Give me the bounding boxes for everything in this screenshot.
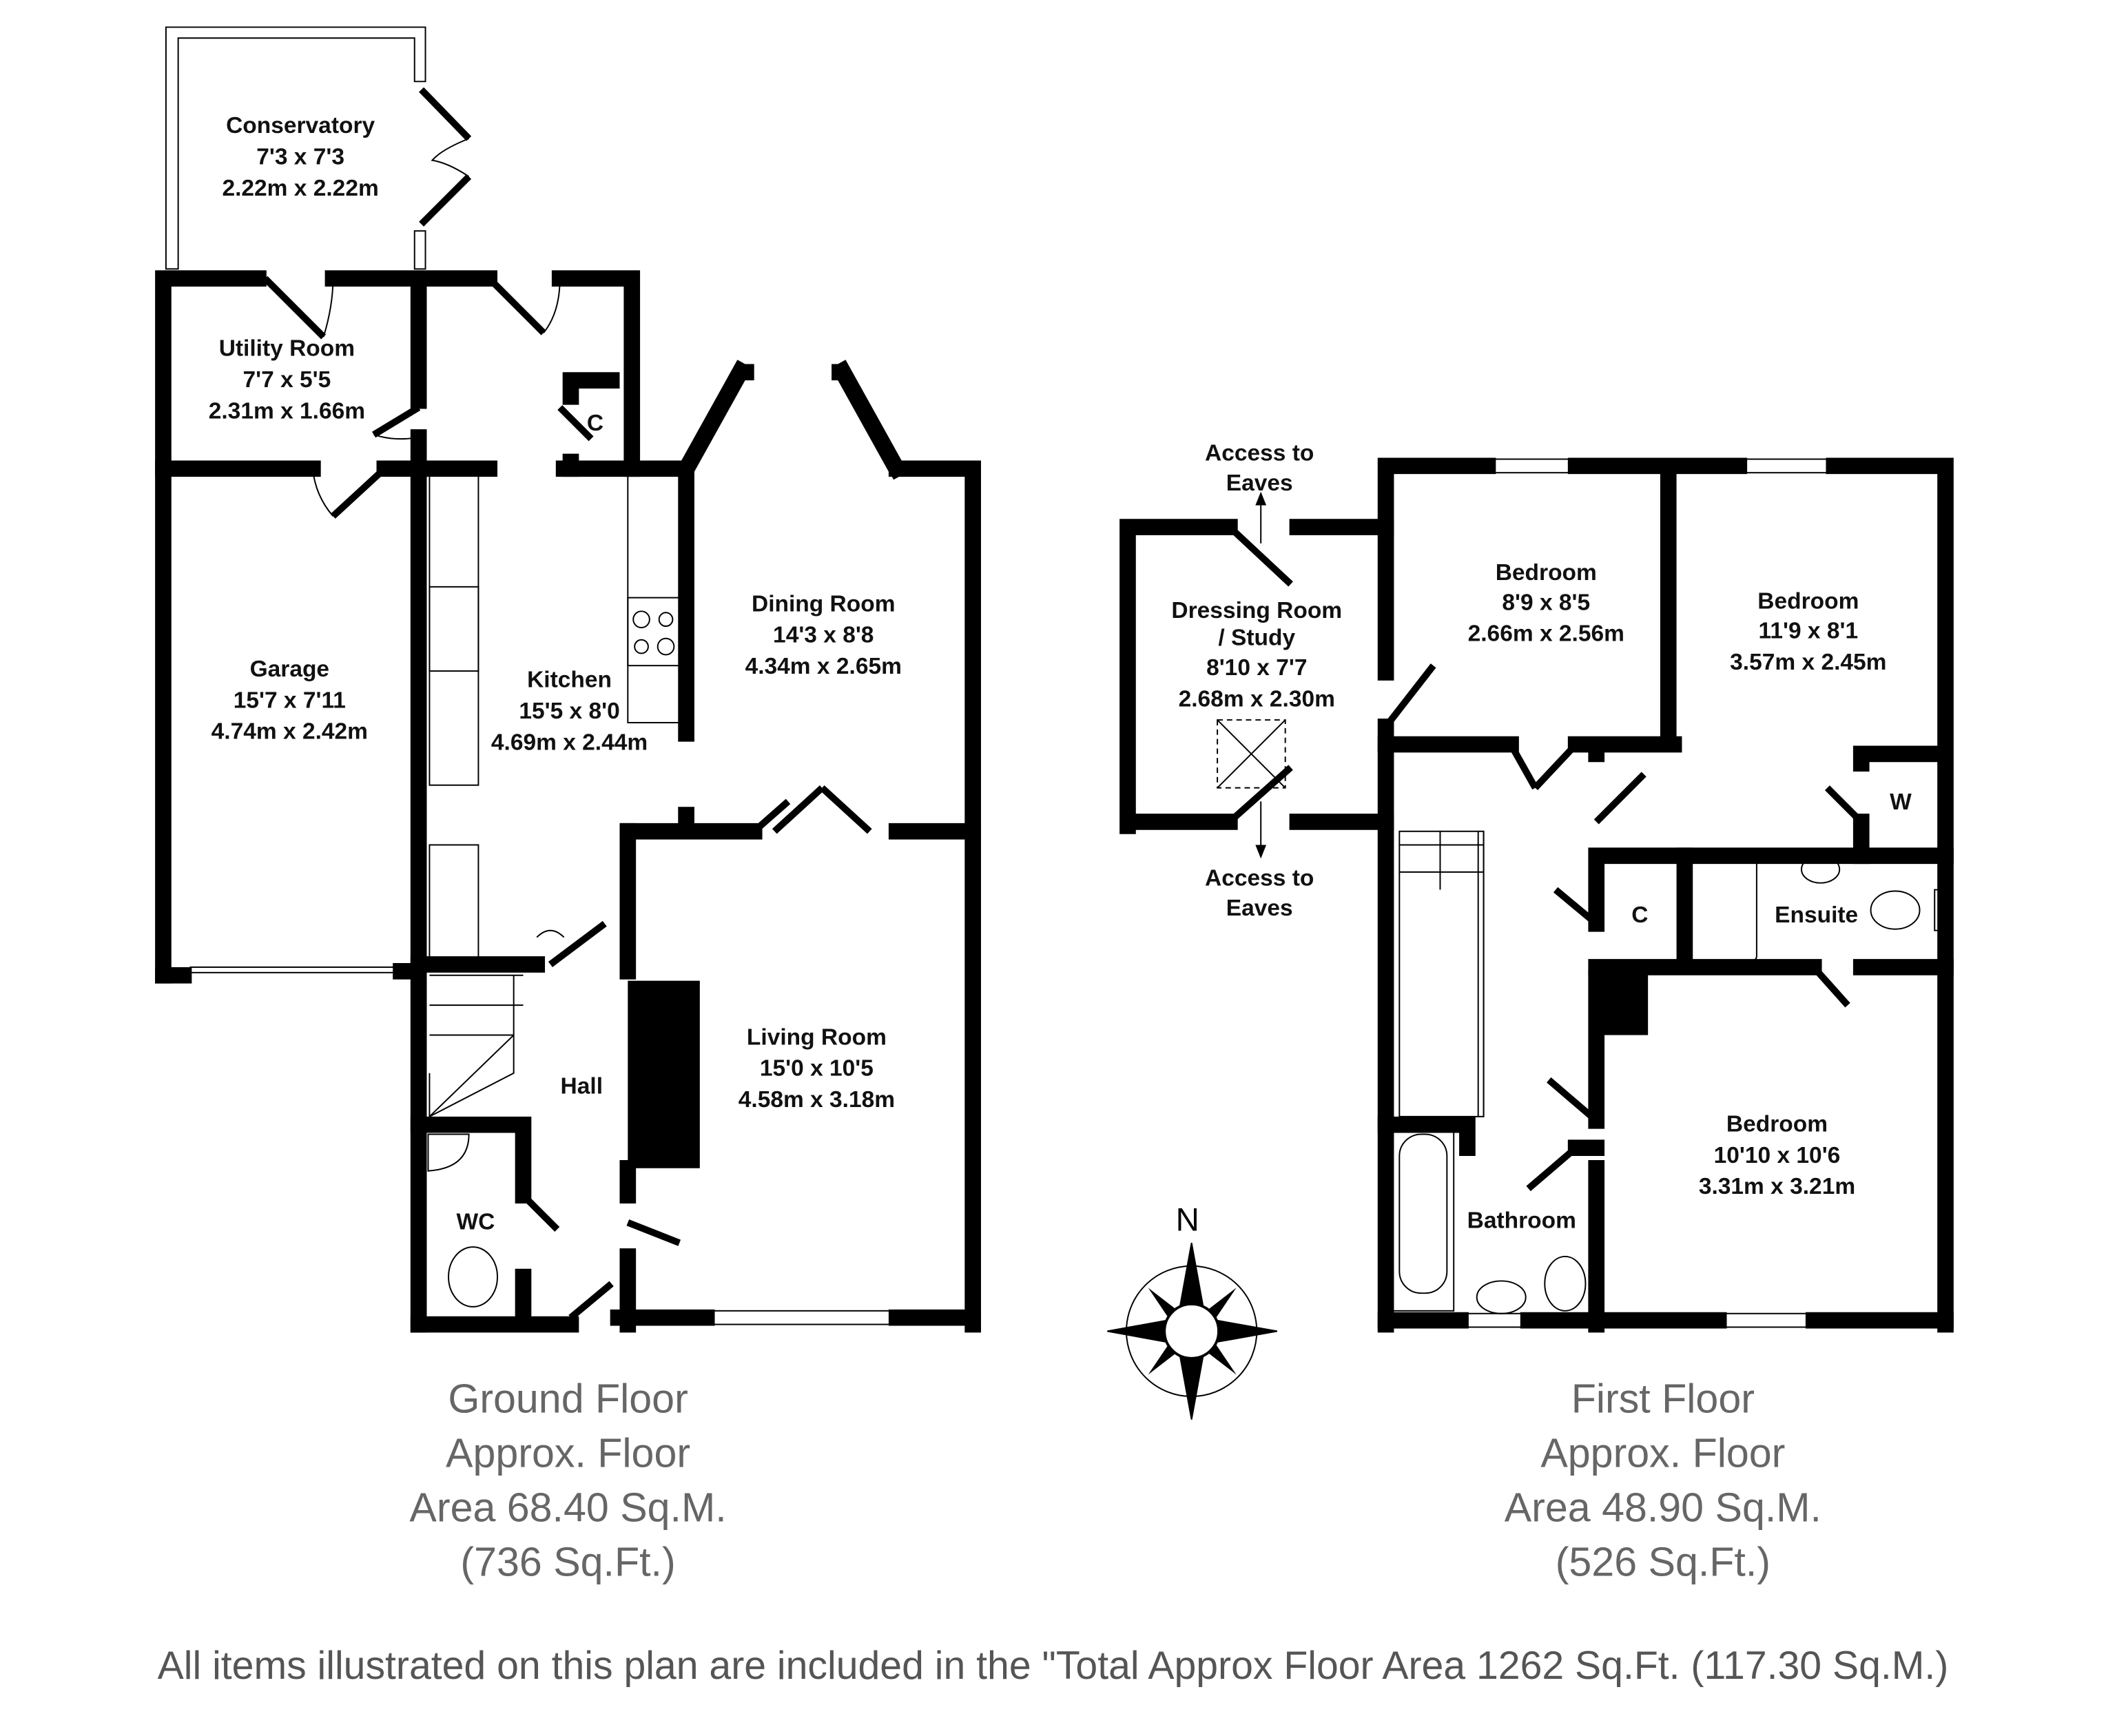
cupboard-label: C <box>587 411 603 436</box>
room-name: Living Room <box>747 1024 887 1050</box>
room-imperial: 14'3 x 8'8 <box>773 623 874 648</box>
room-metric: 4.74m x 2.42m <box>211 719 368 745</box>
ground-floor-caption: Ground Floor <box>448 1376 688 1422</box>
room-name: Bedroom <box>1496 560 1597 586</box>
room-metric: 3.57m x 2.45m <box>1730 650 1886 675</box>
room-metric: 2.31m x 1.66m <box>209 398 365 424</box>
room-imperial: 8'10 x 7'7 <box>1206 655 1307 681</box>
total-area-footnote: All items illustrated on this plan are i… <box>158 1644 1949 1688</box>
room-name: Bedroom <box>1726 1112 1828 1137</box>
room-imperial: 15'7 x 7'11 <box>234 688 346 713</box>
room-metric: 3.31m x 3.21m <box>1699 1174 1855 1199</box>
first-floor-caption: Approx. Floor <box>1540 1430 1785 1476</box>
room-imperial: 7'7 x 5'5 <box>243 367 331 393</box>
ensuite-label: Ensuite <box>1775 902 1858 928</box>
compass-rose: N <box>1107 1201 1278 1420</box>
room-name: Garage <box>250 657 330 682</box>
room-imperial: 10'10 x 10'6 <box>1714 1143 1841 1168</box>
room-imperial: 8'9 x 8'5 <box>1502 590 1590 615</box>
room-name: Utility Room <box>219 336 355 362</box>
eaves-label-bottom: Access to <box>1205 866 1314 891</box>
room-imperial: 7'3 x 7'3 <box>256 145 344 170</box>
wc-label: WC <box>457 1210 495 1235</box>
room-imperial: 15'5 x 8'0 <box>519 699 619 724</box>
room-metric: 2.68m x 2.30m <box>1179 686 1335 712</box>
room-name: Dressing Room <box>1171 598 1342 623</box>
first-floor-area-sqm: Area 48.90 Sq.M. <box>1505 1484 1821 1530</box>
room-name: Conservatory <box>226 113 375 138</box>
room-metric: 2.22m x 2.22m <box>222 176 378 201</box>
wardrobe-label: W <box>1890 789 1912 815</box>
room-name: Dining Room <box>752 591 896 617</box>
ground-floor-plan <box>155 26 981 1333</box>
hall-label: Hall <box>561 1073 603 1099</box>
bathroom-label: Bathroom <box>1467 1208 1576 1234</box>
room-imperial: 15'0 x 10'5 <box>760 1056 874 1082</box>
room-metric: 4.34m x 2.65m <box>745 654 902 679</box>
room-metric: 2.66m x 2.56m <box>1468 621 1624 647</box>
first-floor-labels: Dressing Room / Study 8'10 x 7'7 2.68m x… <box>1171 440 1912 1584</box>
room-name-2: / Study <box>1218 626 1295 651</box>
cupboard-label: C <box>1631 902 1648 928</box>
chimney-breast <box>628 980 700 1168</box>
eaves-label-top: Access to <box>1205 440 1314 466</box>
room-name: Bedroom <box>1757 588 1859 614</box>
ground-floor-caption: Approx. Floor <box>446 1430 690 1476</box>
compass-north-label: N <box>1176 1201 1199 1238</box>
first-floor-area-sqft: (526 Sq.Ft.) <box>1556 1538 1771 1584</box>
room-metric: 4.58m x 3.18m <box>739 1087 895 1113</box>
room-name: Kitchen <box>527 668 612 693</box>
first-floor-plan <box>1119 457 1954 1333</box>
room-imperial: 11'9 x 8'1 <box>1759 619 1859 644</box>
eaves-label-top: Eaves <box>1226 471 1293 496</box>
ground-floor-area-sqft: (736 Sq.Ft.) <box>460 1538 675 1584</box>
ground-floor-area-sqm: Area 68.40 Sq.M. <box>409 1484 726 1530</box>
eaves-label-bottom: Eaves <box>1226 896 1293 921</box>
room-metric: 4.69m x 2.44m <box>491 730 648 755</box>
first-floor-caption: First Floor <box>1571 1376 1755 1422</box>
ground-floor-labels: Conservatory 7'3 x 7'3 2.22m x 2.22m Uti… <box>209 113 902 1584</box>
